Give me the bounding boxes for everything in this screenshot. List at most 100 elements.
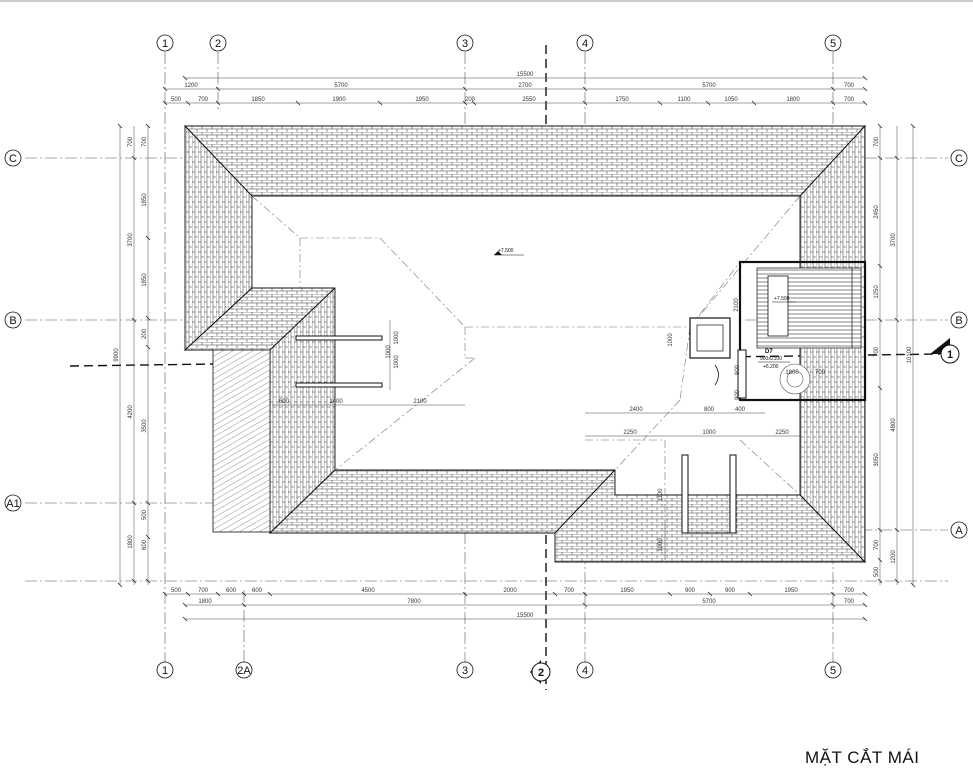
svg-text:9900: 9900	[114, 348, 120, 362]
svg-text:3700: 3700	[891, 233, 897, 247]
svg-text:1800: 1800	[198, 599, 212, 605]
svg-text:A1: A1	[6, 498, 19, 510]
svg-text:2100: 2100	[734, 298, 740, 312]
svg-text:1850: 1850	[251, 97, 265, 103]
svg-text:900: 900	[685, 588, 696, 594]
svg-text:10100: 10100	[907, 346, 913, 363]
section-marker-1: 1	[930, 338, 960, 364]
dims-left: 9900 3700 4200 1800 700 1850 1850 200 35…	[114, 136, 148, 550]
dims-inner: 600 1400 2100 2400 800 400 2250 1000 225…	[279, 298, 826, 552]
svg-text:600: 600	[252, 588, 263, 594]
svg-text:700: 700	[198, 97, 209, 103]
svg-text:1: 1	[162, 38, 168, 50]
dims-top: 15500 1200 5700 2700 5700 700 500 700 18…	[171, 72, 855, 103]
svg-text:1750: 1750	[615, 97, 629, 103]
svg-text:1200: 1200	[184, 83, 198, 89]
svg-text:1850: 1850	[142, 193, 148, 207]
svg-text:700: 700	[815, 370, 826, 376]
svg-text:2100: 2100	[413, 399, 427, 405]
svg-text:1200: 1200	[891, 550, 897, 564]
svg-text:B: B	[9, 315, 16, 327]
dimension-ticks	[117, 75, 916, 622]
svg-text:C: C	[955, 153, 963, 165]
svg-text:600: 600	[142, 539, 148, 550]
svg-text:700: 700	[874, 539, 880, 550]
svg-text:4: 4	[582, 38, 588, 50]
svg-text:1000: 1000	[658, 538, 664, 552]
door-tag: D7 900x2100 +6.200	[758, 349, 790, 370]
svg-text:3700: 3700	[128, 233, 134, 247]
svg-text:B: B	[955, 315, 962, 327]
svg-text:2450: 2450	[874, 205, 880, 219]
svg-text:1050: 1050	[724, 97, 738, 103]
grid-bubbles: 1 2 3 4 5 1 2A 3 4 5 C B A1 C B A	[4, 34, 968, 679]
svg-text:C: C	[9, 153, 17, 165]
svg-text:+7.500: +7.500	[498, 248, 514, 254]
svg-text:1800: 1800	[785, 370, 799, 376]
drawing-title: MẶT CẮT MÁI	[805, 748, 920, 767]
svg-text:+7.500: +7.500	[774, 296, 790, 302]
svg-text:5: 5	[830, 665, 836, 677]
svg-text:1100: 1100	[658, 488, 664, 502]
svg-text:2: 2	[215, 38, 221, 50]
svg-text:700: 700	[874, 346, 880, 357]
svg-text:15500: 15500	[517, 72, 534, 78]
dimension-lines	[119, 77, 914, 620]
dims-right: 10100 3700 4800 1200 700 2450 1250 700 3…	[874, 136, 913, 577]
svg-text:700: 700	[844, 599, 855, 605]
svg-text:900: 900	[735, 364, 741, 375]
dims-bottom: 500 700 600 600 4500 2000 700 1950 900 9…	[171, 588, 855, 619]
svg-text:800: 800	[704, 407, 715, 413]
svg-text:1950: 1950	[415, 97, 429, 103]
svg-text:4: 4	[582, 665, 588, 677]
svg-text:2250: 2250	[775, 430, 789, 436]
svg-text:D7: D7	[765, 349, 773, 355]
svg-text:700: 700	[844, 97, 855, 103]
svg-text:2700: 2700	[518, 83, 532, 89]
svg-text:1400: 1400	[329, 399, 343, 405]
svg-text:5700: 5700	[702, 599, 716, 605]
svg-text:1800: 1800	[786, 97, 800, 103]
svg-text:900: 900	[725, 588, 736, 594]
svg-text:700: 700	[844, 83, 855, 89]
svg-text:1850: 1850	[142, 273, 148, 287]
svg-text:2550: 2550	[522, 97, 536, 103]
svg-text:5700: 5700	[702, 83, 716, 89]
svg-text:2A: 2A	[237, 665, 251, 677]
svg-text:700: 700	[142, 136, 148, 147]
svg-text:1000: 1000	[702, 430, 716, 436]
svg-text:1950: 1950	[784, 588, 798, 594]
level-tag-1: +7.500	[494, 248, 524, 256]
svg-text:1900: 1900	[332, 97, 346, 103]
svg-text:4500: 4500	[361, 588, 375, 594]
svg-text:1800: 1800	[128, 535, 134, 549]
svg-text:2: 2	[538, 667, 544, 679]
svg-text:1100: 1100	[678, 97, 692, 103]
svg-text:3: 3	[462, 665, 468, 677]
openings	[295, 317, 737, 534]
svg-text:200: 200	[465, 97, 476, 103]
svg-text:+6.200: +6.200	[763, 364, 779, 370]
svg-text:5: 5	[830, 38, 836, 50]
svg-text:7800: 7800	[407, 599, 421, 605]
svg-text:1: 1	[162, 665, 168, 677]
svg-text:1250: 1250	[874, 285, 880, 299]
svg-text:1000: 1000	[386, 345, 392, 359]
svg-text:1: 1	[947, 349, 953, 361]
svg-text:3: 3	[462, 38, 468, 50]
svg-text:600: 600	[226, 588, 237, 594]
svg-text:700: 700	[198, 588, 209, 594]
level-tag-2: +7.500	[772, 296, 796, 303]
svg-text:700: 700	[128, 136, 134, 147]
svg-text:2250: 2250	[623, 430, 637, 436]
svg-text:500: 500	[171, 588, 182, 594]
svg-text:4200: 4200	[128, 405, 134, 419]
roof-tiles	[183, 124, 867, 564]
svg-text:2400: 2400	[629, 407, 643, 413]
svg-text:1000: 1000	[394, 355, 400, 369]
svg-text:700: 700	[844, 588, 855, 594]
svg-text:200: 200	[142, 328, 148, 339]
section-marker-2: 2	[530, 660, 551, 684]
svg-text:400: 400	[735, 407, 746, 413]
